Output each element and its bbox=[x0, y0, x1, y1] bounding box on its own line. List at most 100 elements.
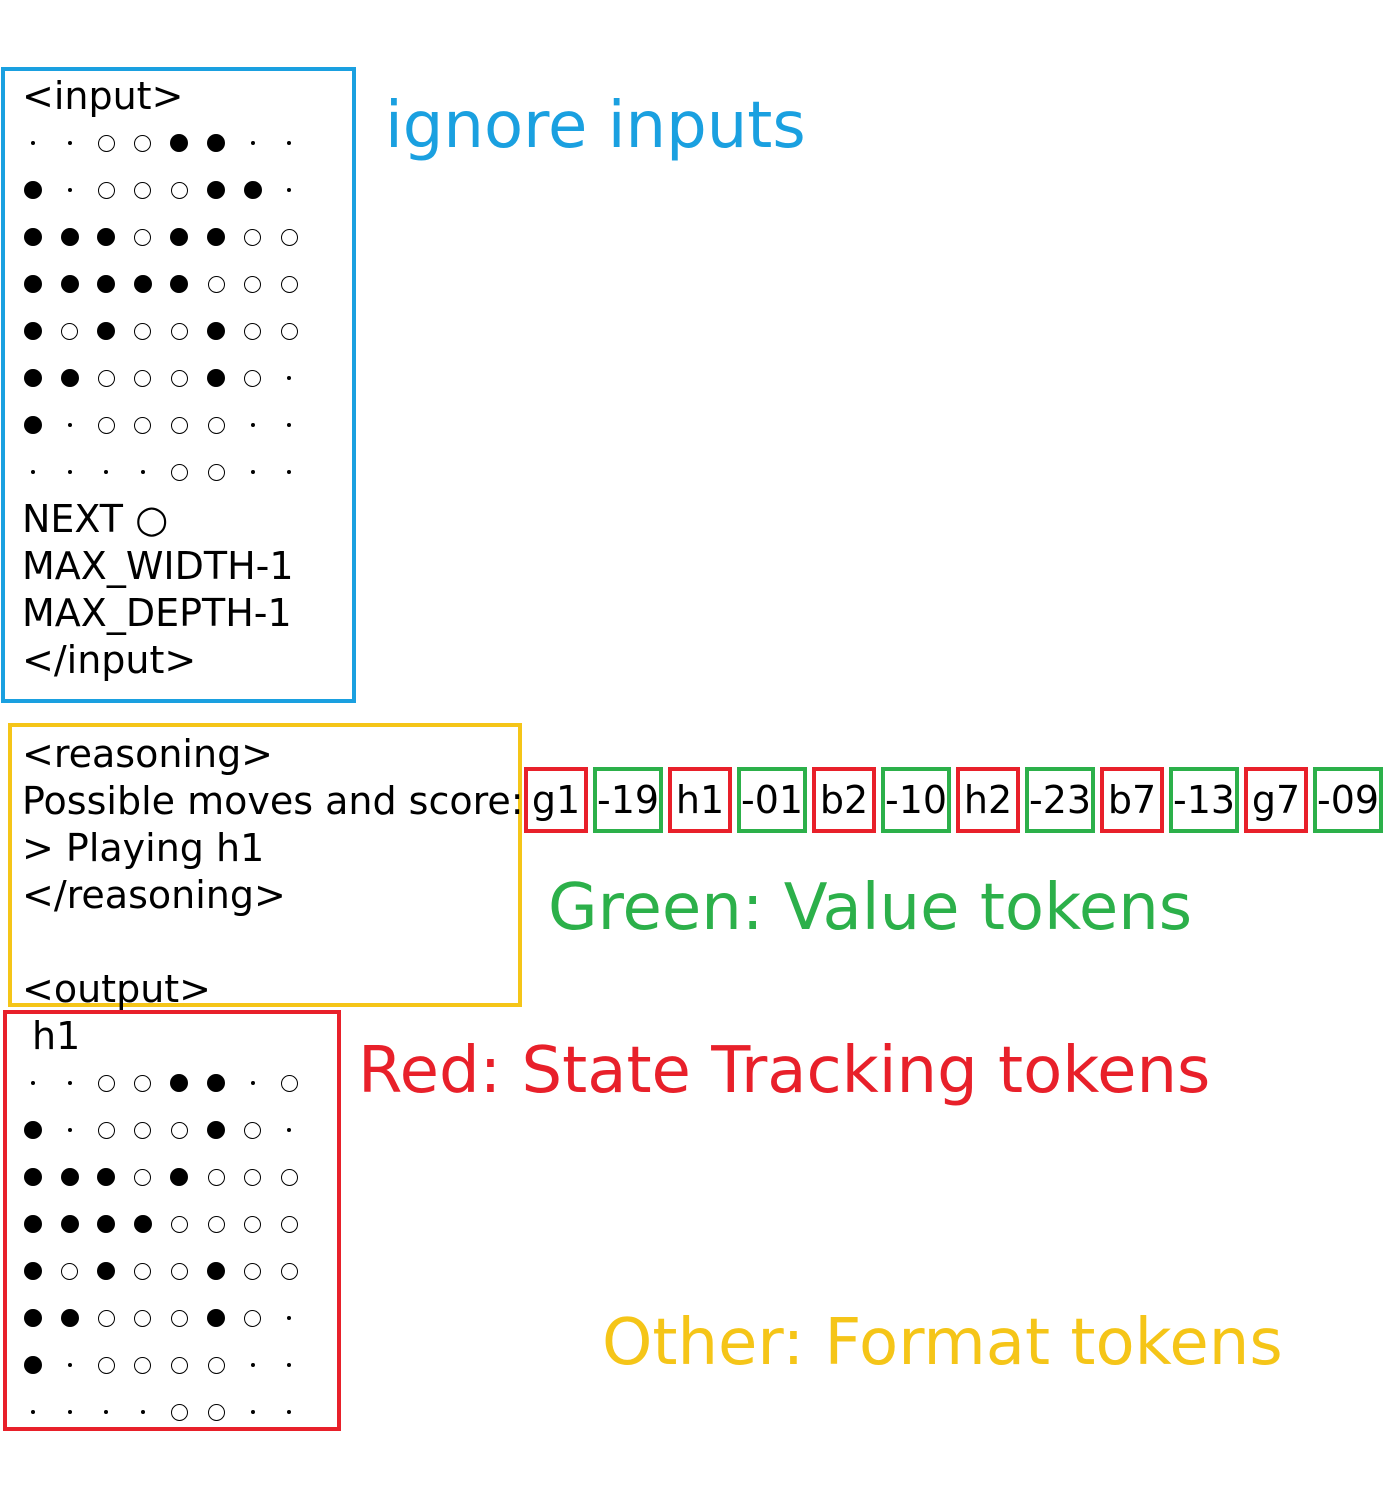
input-board-cell bbox=[161, 222, 197, 252]
white-stone bbox=[244, 1309, 262, 1327]
black-stone bbox=[170, 275, 189, 293]
state-token: h2 bbox=[956, 767, 1020, 833]
output-board-cell bbox=[235, 1068, 271, 1098]
black-stone bbox=[207, 1074, 225, 1092]
white-stone bbox=[134, 228, 152, 246]
max-width-line: MAX_WIDTH-1 bbox=[22, 544, 294, 588]
black-stone bbox=[170, 134, 189, 152]
white-stone bbox=[97, 1356, 115, 1374]
black-stone bbox=[207, 1309, 225, 1327]
black-stone bbox=[170, 1168, 189, 1186]
black-stone bbox=[24, 275, 42, 293]
white-stone bbox=[244, 1121, 262, 1139]
black-stone bbox=[207, 1262, 225, 1280]
output-board-cell bbox=[198, 1256, 234, 1286]
state-token: h1 bbox=[668, 767, 732, 833]
reasoning-open-tag: <reasoning> bbox=[22, 732, 274, 776]
output-block bbox=[3, 1010, 341, 1431]
input-board-cell bbox=[125, 363, 161, 393]
state-token: g7 bbox=[1244, 767, 1308, 833]
white-stone bbox=[207, 1403, 225, 1421]
input-board-cell bbox=[235, 457, 271, 487]
black-stone bbox=[207, 1121, 225, 1139]
white-stone bbox=[244, 369, 262, 387]
input-board-cell bbox=[52, 410, 88, 440]
input-board-cell bbox=[88, 316, 124, 346]
output-board-cell bbox=[88, 1397, 124, 1427]
empty-point bbox=[31, 1081, 35, 1085]
black-stone bbox=[24, 1121, 42, 1139]
white-stone bbox=[280, 1262, 298, 1280]
white-stone bbox=[244, 1262, 262, 1280]
output-board-cell bbox=[88, 1162, 124, 1192]
empty-point bbox=[287, 141, 292, 145]
input-board-cell bbox=[88, 175, 124, 205]
output-board-cell bbox=[52, 1397, 88, 1427]
black-stone bbox=[24, 322, 42, 340]
output-board-cell bbox=[125, 1303, 161, 1333]
output-board-cell bbox=[125, 1350, 161, 1380]
white-stone bbox=[61, 322, 79, 340]
output-move: h1 bbox=[32, 1014, 81, 1058]
black-stone bbox=[243, 181, 262, 199]
white-stone bbox=[207, 463, 225, 481]
legend-format-tokens: Other: Format tokens bbox=[602, 1306, 1283, 1380]
input-board-cell bbox=[15, 316, 51, 346]
input-board-cell bbox=[125, 457, 161, 487]
output-board-cell bbox=[161, 1115, 197, 1145]
input-board-cell bbox=[15, 363, 51, 393]
input-board-cell bbox=[198, 175, 234, 205]
output-board-cell bbox=[235, 1397, 271, 1427]
empty-point bbox=[140, 470, 145, 474]
white-stone bbox=[244, 228, 262, 246]
black-stone bbox=[24, 1309, 42, 1327]
empty-point bbox=[67, 1363, 72, 1367]
empty-point bbox=[67, 1128, 72, 1132]
legend-state-tokens: Red: State Tracking tokens bbox=[358, 1034, 1211, 1108]
white-stone bbox=[97, 1074, 115, 1092]
input-board-cell bbox=[161, 363, 197, 393]
white-stone bbox=[134, 1356, 152, 1374]
output-board-cell bbox=[125, 1115, 161, 1145]
black-stone bbox=[24, 1168, 42, 1186]
input-board-cell bbox=[15, 175, 51, 205]
output-board-cell bbox=[88, 1068, 124, 1098]
white-stone bbox=[280, 228, 298, 246]
empty-point bbox=[250, 470, 255, 474]
output-board-cell bbox=[235, 1209, 271, 1239]
output-board-cell bbox=[15, 1303, 51, 1333]
output-board-cell bbox=[15, 1068, 51, 1098]
black-stone bbox=[207, 369, 225, 387]
black-stone bbox=[24, 228, 42, 246]
input-board-cell bbox=[125, 128, 161, 158]
max-depth-line: MAX_DEPTH-1 bbox=[22, 591, 292, 635]
input-board-cell bbox=[161, 316, 197, 346]
empty-point bbox=[287, 1410, 292, 1414]
input-board-cell bbox=[161, 457, 197, 487]
white-stone bbox=[134, 369, 152, 387]
output-board-cell bbox=[235, 1303, 271, 1333]
output-board-cell bbox=[52, 1209, 88, 1239]
white-stone bbox=[134, 1074, 152, 1092]
input-board-cell bbox=[235, 269, 271, 299]
input-board-cell bbox=[198, 410, 234, 440]
empty-point bbox=[287, 470, 292, 474]
output-board-cell bbox=[52, 1350, 88, 1380]
input-board-cell bbox=[235, 410, 271, 440]
input-open-tag: <input> bbox=[22, 74, 184, 118]
white-stone bbox=[134, 134, 152, 152]
white-stone bbox=[97, 181, 115, 199]
white-stone bbox=[97, 1309, 115, 1327]
output-board-cell bbox=[161, 1303, 197, 1333]
white-stone bbox=[170, 416, 188, 434]
output-board-cell bbox=[271, 1115, 307, 1145]
black-stone bbox=[207, 134, 225, 152]
legend-value-tokens: Green: Value tokens bbox=[548, 871, 1193, 945]
output-board-cell bbox=[198, 1303, 234, 1333]
empty-point bbox=[287, 1128, 292, 1132]
black-stone bbox=[24, 416, 42, 434]
white-stone bbox=[244, 275, 262, 293]
white-stone bbox=[170, 463, 188, 481]
white-stone bbox=[170, 322, 188, 340]
black-stone bbox=[60, 369, 79, 387]
